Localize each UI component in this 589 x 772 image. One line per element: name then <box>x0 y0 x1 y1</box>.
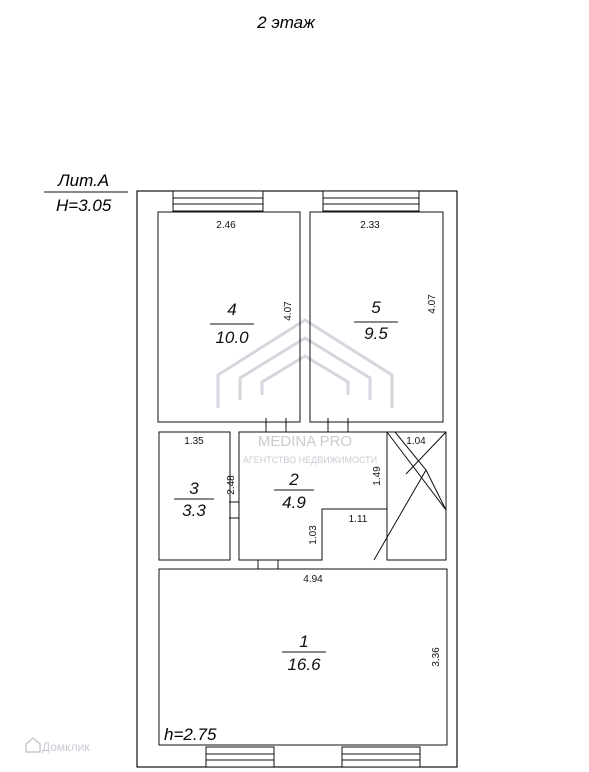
window-top-left <box>172 190 264 212</box>
room-4-number: 4 <box>227 300 236 319</box>
watermark-corner-icon <box>25 737 41 753</box>
dim-room1-height: 3.36 <box>431 647 442 667</box>
room-5-area: 9.5 <box>364 324 388 343</box>
dim-room3-width: 1.35 <box>184 436 204 447</box>
dim-room5-width: 2.33 <box>360 220 380 231</box>
floor-title: 2 этаж <box>256 13 316 32</box>
room-5 <box>309 211 444 423</box>
window-top-right <box>322 190 420 212</box>
dim-stair-width: 1.04 <box>406 436 426 447</box>
dim-room4-width: 2.46 <box>216 220 236 231</box>
room-label-1: 1 16.6 <box>282 632 326 674</box>
watermark-corner: Домклик <box>42 740 90 754</box>
dim-room2-step-height: 1.49 <box>372 466 383 486</box>
stairwell <box>373 431 447 561</box>
room-label-2: 2 4.9 <box>274 470 314 512</box>
window-bottom-left <box>205 746 275 768</box>
watermark-logo <box>216 318 394 408</box>
watermark-tagline: АГЕНТСТВО НЕДВИЖИМОСТИ <box>243 455 377 465</box>
building-lit-label: Лит.А <box>57 171 109 190</box>
room-label-5: 5 9.5 <box>354 298 398 343</box>
room-3-area: 3.3 <box>182 501 206 520</box>
dim-room4-height: 4.07 <box>283 301 294 321</box>
watermark-brand: MEDINA PRO <box>258 433 352 450</box>
room-2-number: 2 <box>288 470 299 489</box>
outer-wall <box>136 190 458 768</box>
room-label-4: 4 10.0 <box>210 300 254 347</box>
dim-room2-lower: 1.03 <box>308 525 319 545</box>
room-4 <box>157 211 301 423</box>
ceiling-height-label: h=2.75 <box>164 725 217 744</box>
dim-room5-height: 4.07 <box>427 294 438 314</box>
room-3-number: 3 <box>189 479 199 498</box>
dim-room2-height: 2.48 <box>226 475 237 495</box>
room-1-area: 16.6 <box>287 655 321 674</box>
window-bottom-right <box>341 746 421 768</box>
dim-room2-step-width: 1.11 <box>349 514 368 525</box>
room-3 <box>158 431 231 561</box>
room-1-number: 1 <box>299 632 308 651</box>
room-2-area: 4.9 <box>282 493 306 512</box>
room-5-number: 5 <box>371 298 381 317</box>
room-1 <box>158 568 448 746</box>
dim-room1-width: 4.94 <box>303 574 323 585</box>
room-4-area: 10.0 <box>215 328 249 347</box>
door-marks <box>229 418 349 569</box>
building-height-label: H=3.05 <box>56 196 112 215</box>
room-label-3: 3 3.3 <box>174 479 214 520</box>
